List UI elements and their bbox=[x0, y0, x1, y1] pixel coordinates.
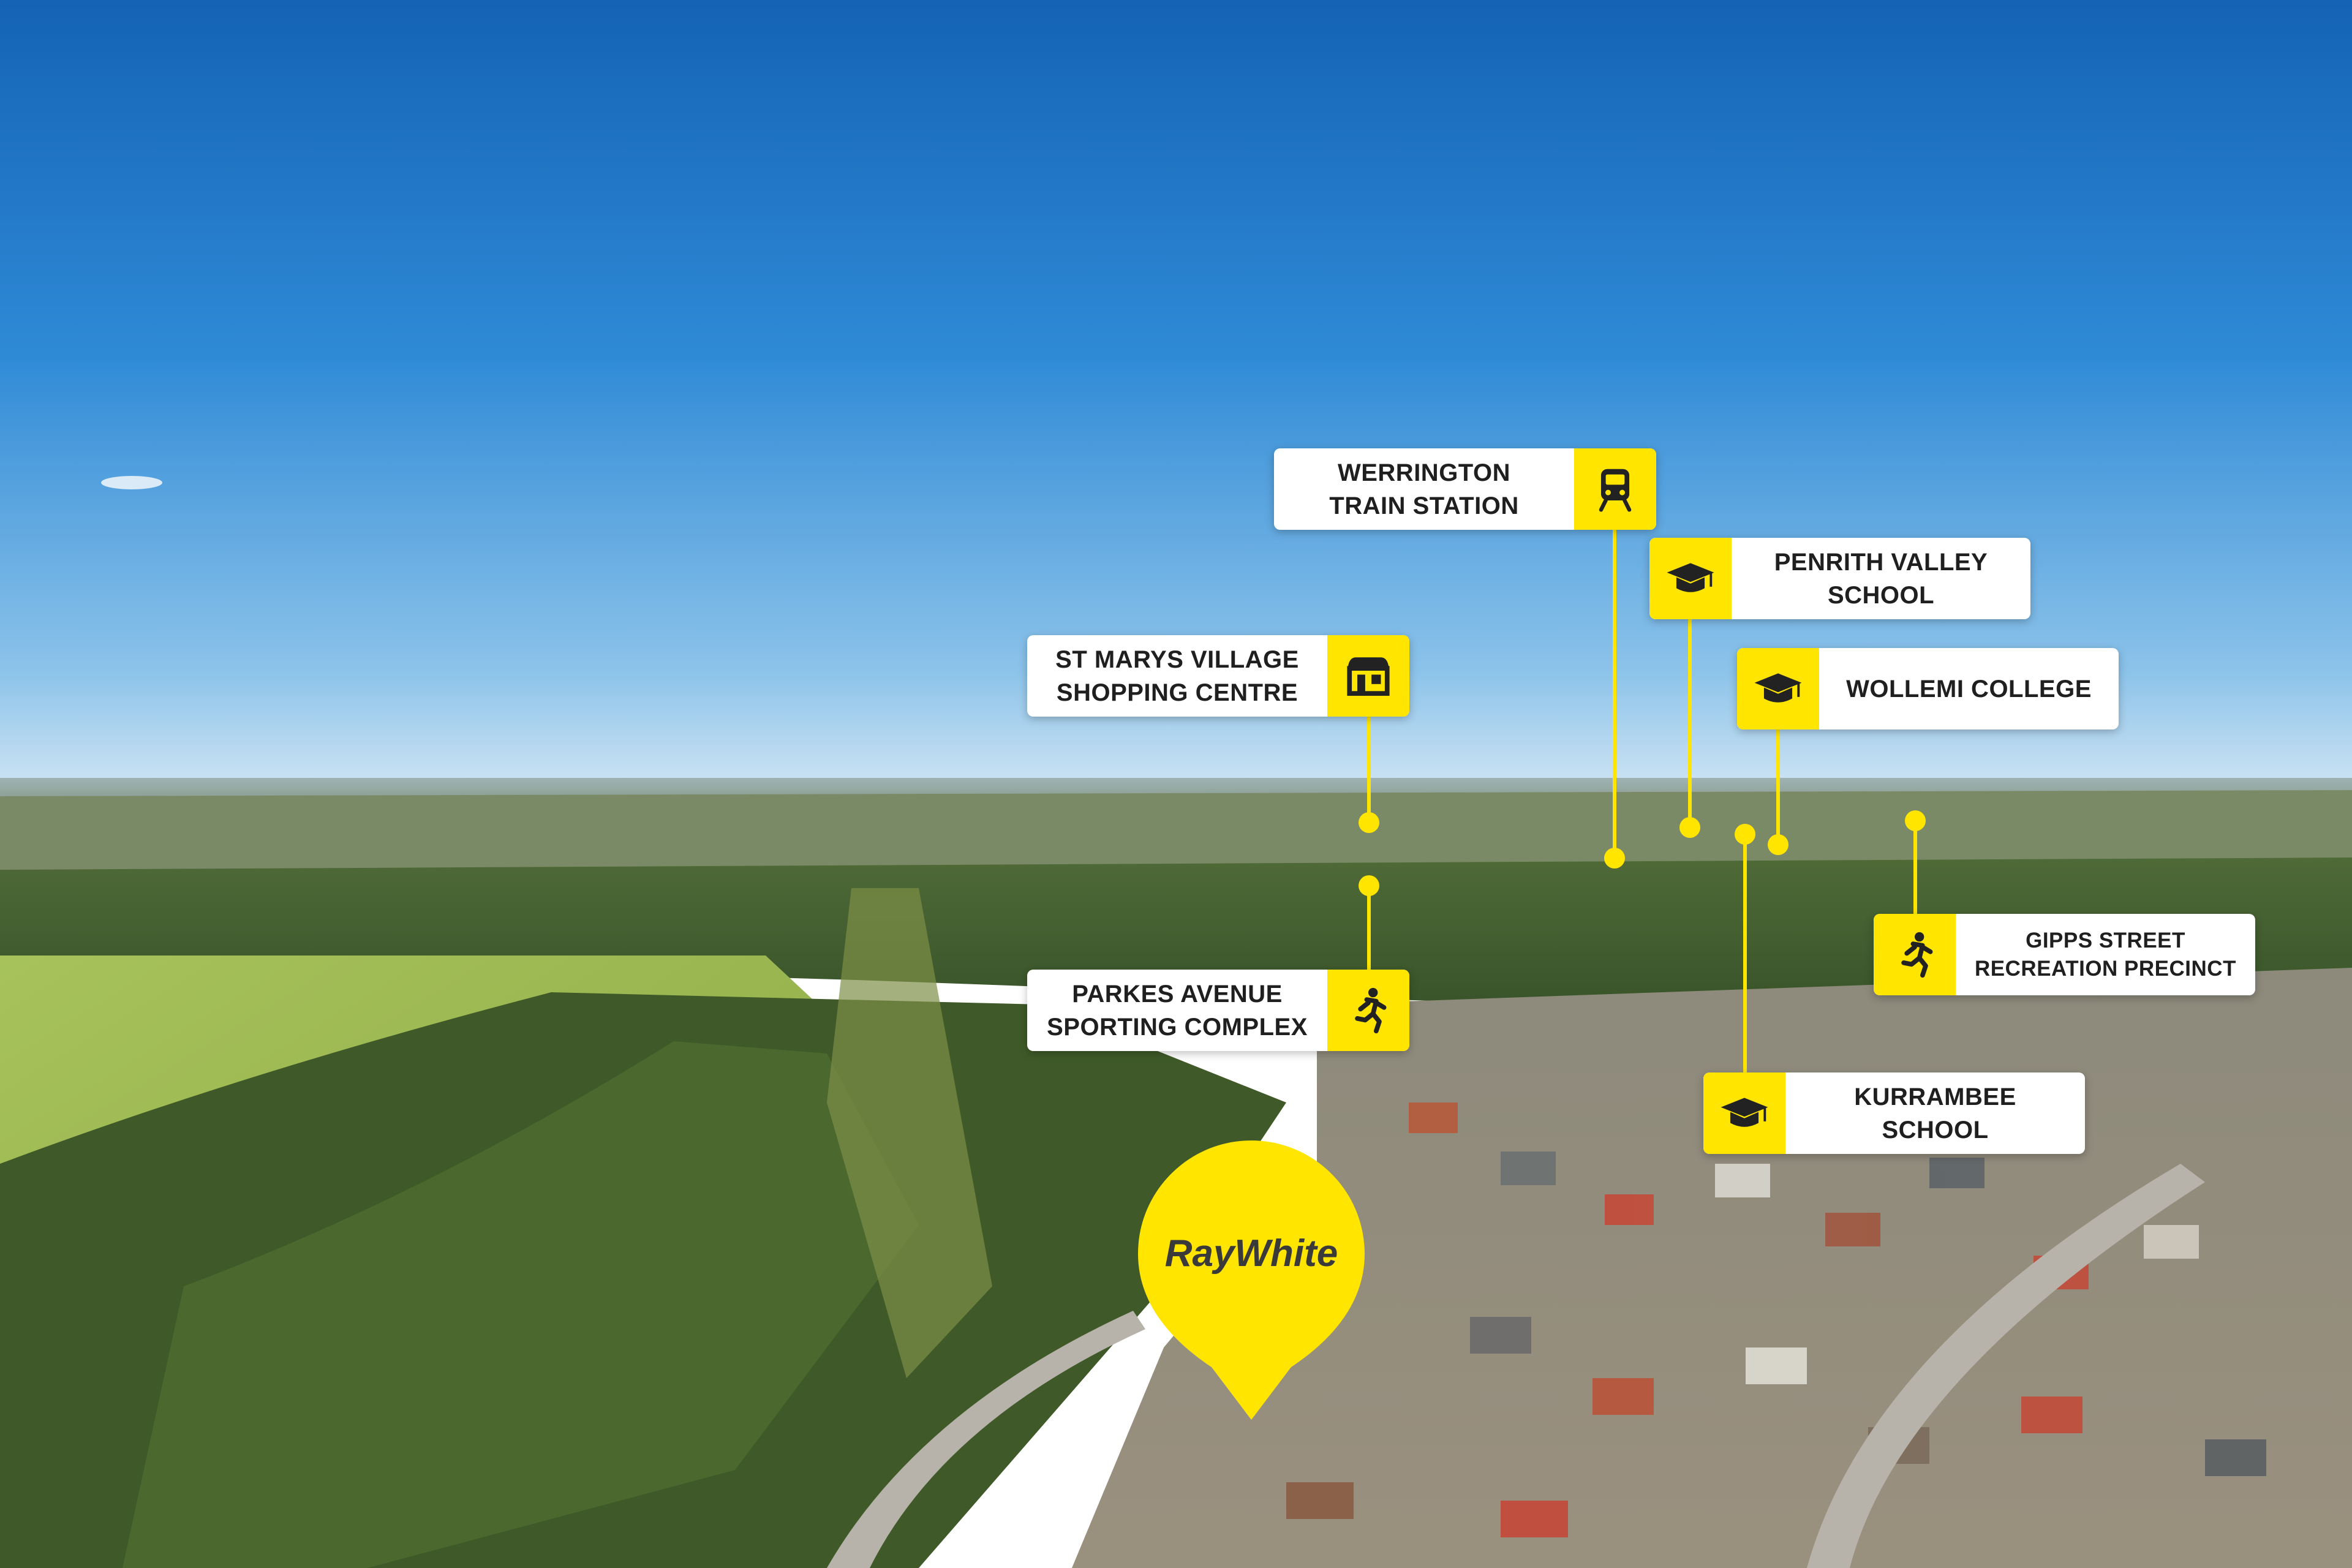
label-line-2: SPORTING COMPLEX bbox=[1047, 1013, 1308, 1041]
callout-label: ST MARYS VILLAGE SHOPPING CENTRE bbox=[1027, 635, 1327, 717]
callout-label: KURRAMBEE SCHOOL bbox=[1785, 1072, 2085, 1154]
parkes-stem bbox=[1367, 886, 1371, 971]
kurrambee-stem bbox=[1743, 834, 1747, 1073]
gipps-stem bbox=[1913, 821, 1917, 914]
callout-parkes-avenue-sporting-complex: PARKES AVENUE SPORTING COMPLEX bbox=[1027, 970, 1409, 1051]
callout-label: PENRITH VALLEY SCHOOL bbox=[1732, 538, 2030, 619]
label-line-2: SHOPPING CENTRE bbox=[1056, 679, 1298, 706]
kurrambee-ground-pin bbox=[1735, 824, 1755, 845]
stmarys-ground-pin bbox=[1359, 812, 1379, 833]
train-icon bbox=[1574, 448, 1656, 530]
penrith-ground-pin bbox=[1679, 817, 1700, 838]
graduation-cap-icon bbox=[1649, 538, 1732, 619]
wollemi-ground-pin bbox=[1768, 834, 1789, 855]
callout-label: WERRINGTON TRAIN STATION bbox=[1274, 448, 1574, 530]
penrith-stem bbox=[1688, 619, 1692, 827]
ray-white-logo-pin: RayWhite bbox=[1138, 1140, 1365, 1420]
label-line-1: ST MARYS VILLAGE bbox=[1055, 646, 1299, 673]
label-line-2: RECREATION PRECINCT bbox=[1975, 956, 2236, 981]
callout-kurrambee-school: KURRAMBEE SCHOOL bbox=[1703, 1072, 2085, 1154]
callout-wollemi-college: WOLLEMI COLLEGE bbox=[1737, 648, 2119, 729]
label-line-2: TRAIN STATION bbox=[1329, 492, 1519, 519]
callout-label: GIPPS STREET RECREATION PRECINCT bbox=[1956, 914, 2255, 995]
callout-penrith-valley-school: PENRITH VALLEY SCHOOL bbox=[1649, 538, 2030, 619]
parkes-ground-pin bbox=[1359, 875, 1379, 896]
label-line-1: WERRINGTON bbox=[1337, 459, 1511, 486]
shop-icon bbox=[1327, 635, 1409, 717]
stmarys-stem bbox=[1367, 717, 1371, 822]
label-line-1: WOLLEMI COLLEGE bbox=[1846, 675, 2092, 703]
gipps-ground-pin bbox=[1905, 810, 1926, 831]
graduation-cap-icon bbox=[1737, 648, 1819, 729]
label-line-1: PENRITH VALLEY bbox=[1774, 548, 1988, 576]
running-person-icon bbox=[1874, 914, 1956, 995]
wollemi-stem bbox=[1776, 729, 1780, 845]
label-line-2: SCHOOL bbox=[1882, 1116, 1989, 1144]
ray-white-logo-text: RayWhite bbox=[1165, 1232, 1338, 1275]
callout-werrington-train-station: WERRINGTON TRAIN STATION bbox=[1274, 448, 1656, 530]
callout-label: PARKES AVENUE SPORTING COMPLEX bbox=[1027, 970, 1327, 1051]
callout-label: WOLLEMI COLLEGE bbox=[1819, 648, 2119, 729]
label-line-1: PARKES AVENUE bbox=[1072, 980, 1283, 1008]
werrington-ground-pin bbox=[1604, 848, 1625, 869]
label-line-1: GIPPS STREET bbox=[2026, 928, 2185, 952]
callout-gipps-street-recreation-precinct: GIPPS STREET RECREATION PRECINCT bbox=[1874, 914, 2255, 995]
graduation-cap-icon bbox=[1703, 1072, 1785, 1154]
running-person-icon bbox=[1327, 970, 1409, 1051]
callout-st-marys-village-shopping-centre: ST MARYS VILLAGE SHOPPING CENTRE bbox=[1027, 635, 1409, 717]
label-line-1: KURRAMBEE bbox=[1854, 1083, 2016, 1110]
label-line-2: SCHOOL bbox=[1827, 581, 1935, 609]
werrington-stem bbox=[1613, 530, 1616, 858]
